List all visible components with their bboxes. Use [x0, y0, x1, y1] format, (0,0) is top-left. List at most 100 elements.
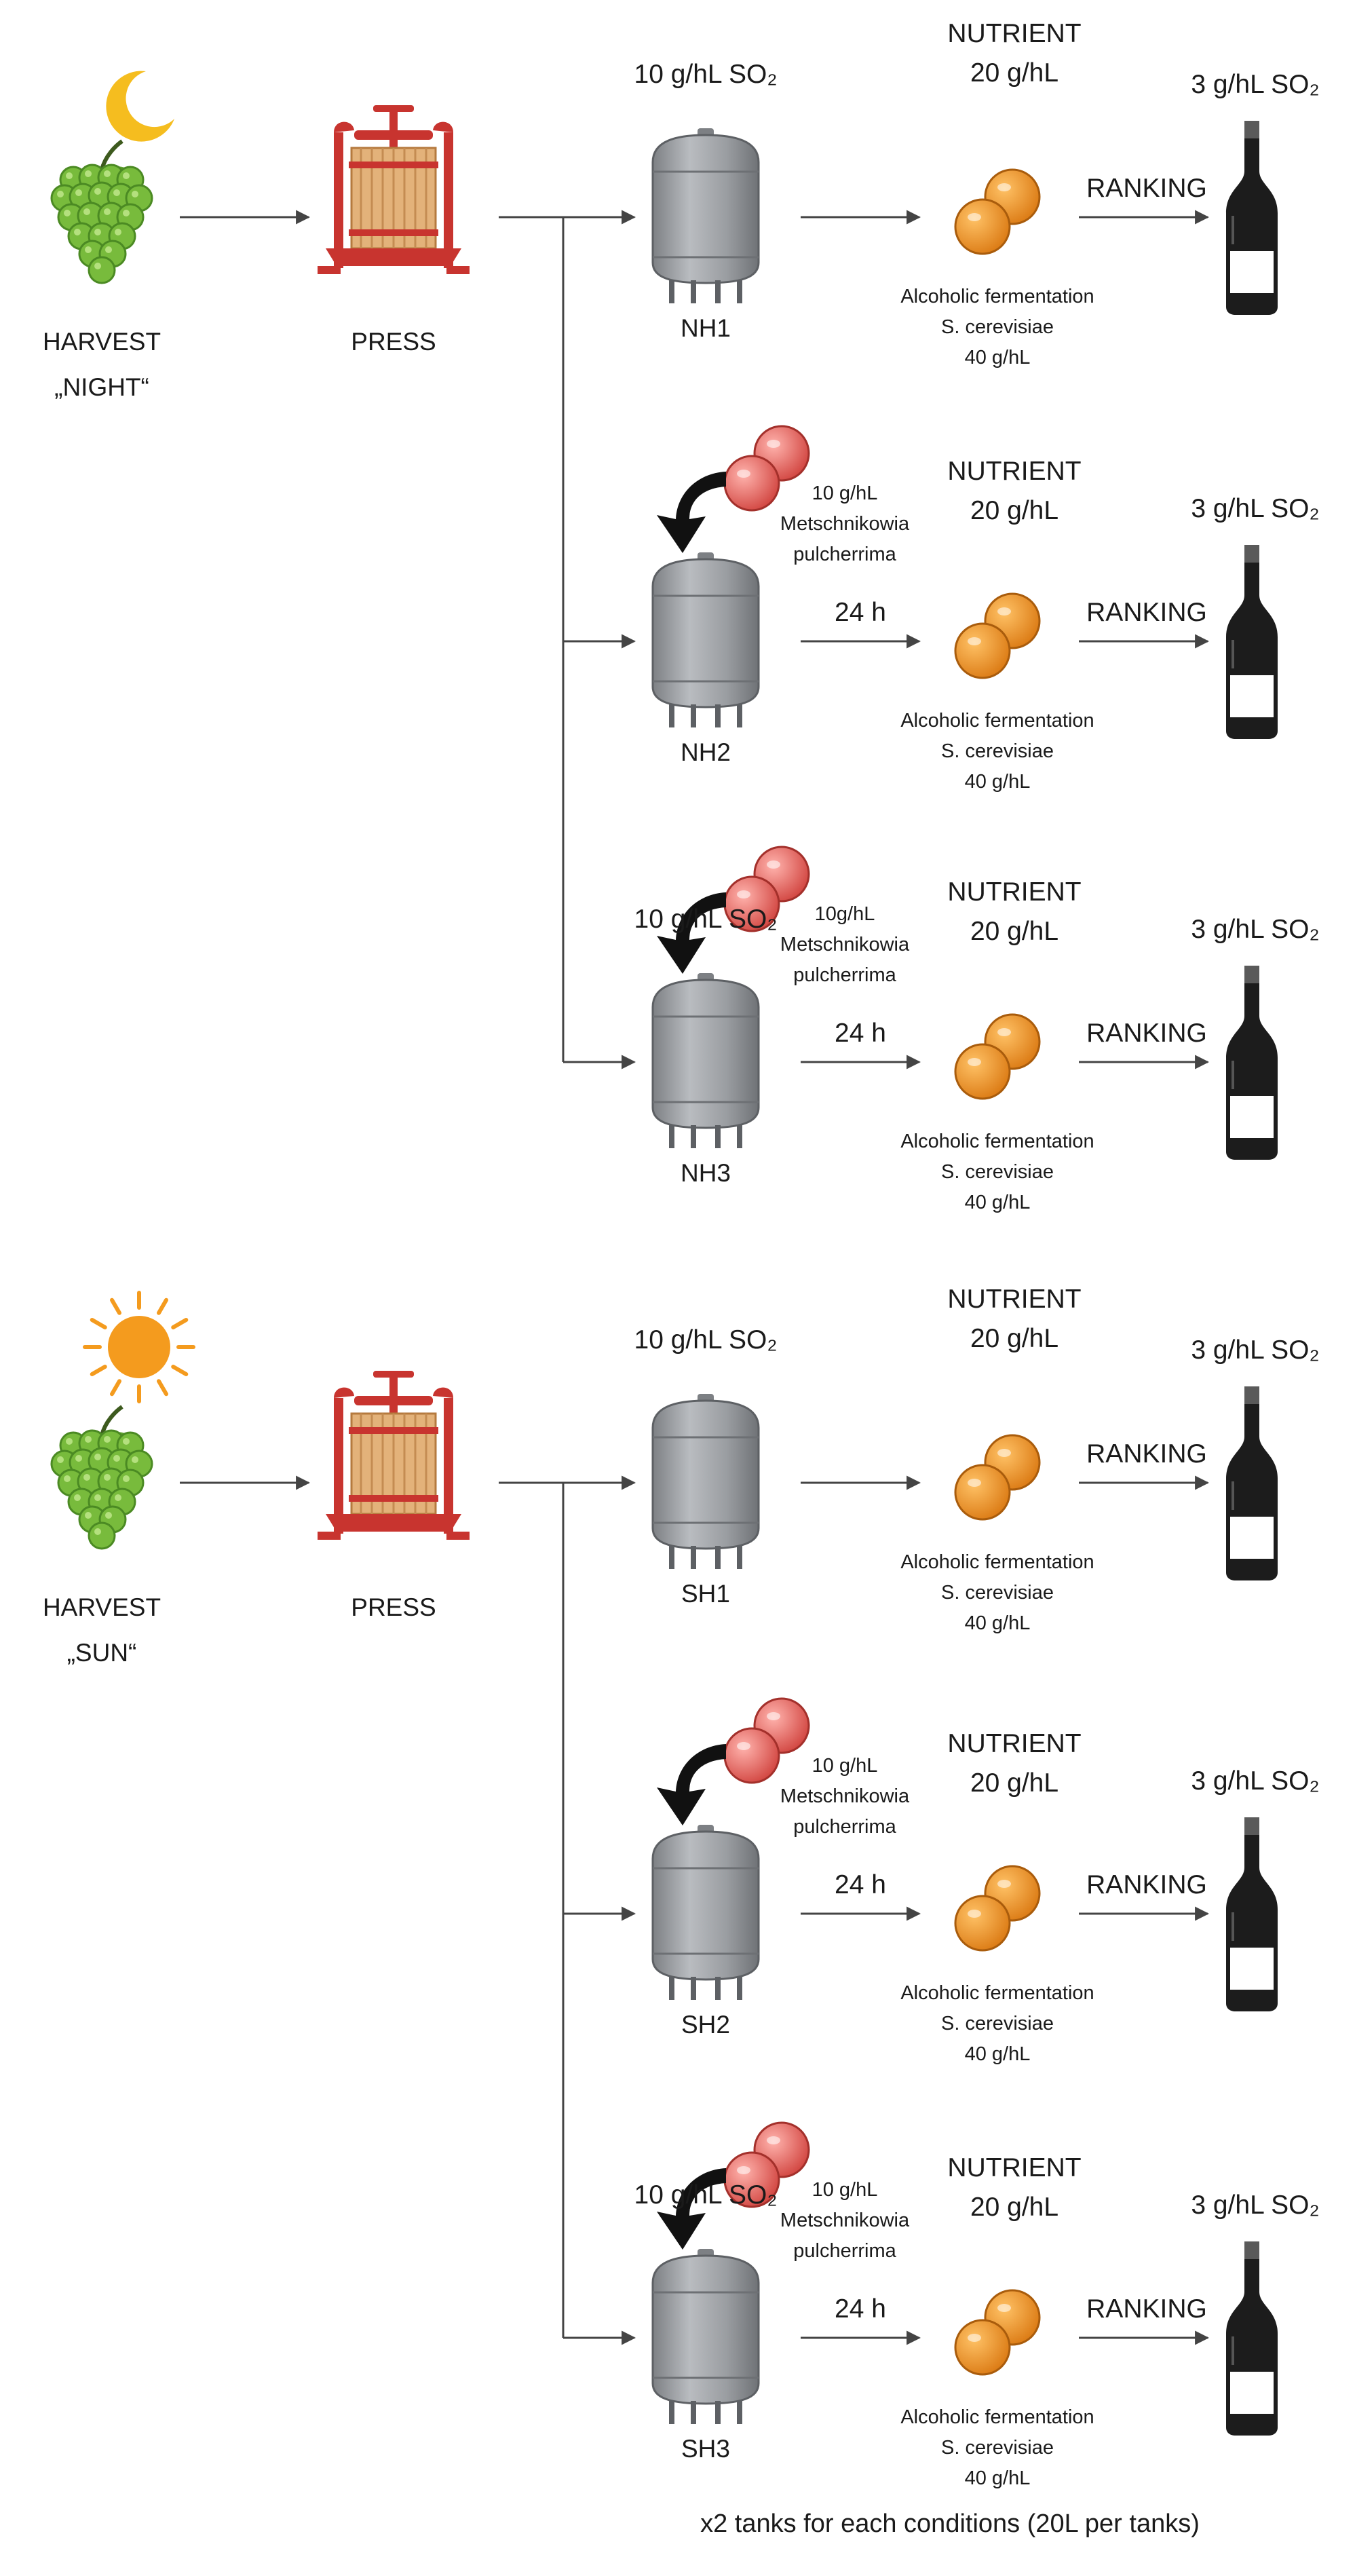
wine-bottle-icon: [1226, 1817, 1278, 2011]
arrow-curved-icon: [657, 892, 726, 974]
yeast-orange-icon: [954, 168, 1041, 255]
wine-bottle-icon: [1226, 966, 1278, 1160]
nutrient-dose-label: 20 g/hL: [970, 2193, 1059, 2222]
nutrient-label: NUTRIENT: [947, 877, 1082, 907]
metschnikowia-name-label: Metschnikowia: [780, 2210, 910, 2231]
footer-note: x2 tanks for each conditions (20L per ta…: [700, 2509, 1200, 2538]
yeast-dose-label: 40 g/hL: [964, 2043, 1031, 2065]
yeast-dose-label: 40 g/hL: [964, 1192, 1031, 1213]
harvest-condition-label: „NIGHT“: [54, 373, 149, 401]
nutrient-label: NUTRIENT: [947, 1285, 1082, 1314]
final-so2-label: 3 g/hL SO₂: [1191, 1336, 1320, 1365]
tank-icon: [651, 128, 760, 303]
metschnikowia-name-label: Metschnikowia: [780, 934, 910, 955]
hours-label: 24 h: [835, 1870, 886, 1899]
yeast-species-label: S. cerevisiae: [940, 1582, 1054, 1604]
metschnikowia-species-label: pulcherrima: [793, 2240, 896, 2262]
wine-press-icon: [318, 1371, 470, 1540]
metschnikowia-name-label: Metschnikowia: [780, 1785, 910, 1807]
tank-icon: [651, 1394, 760, 1569]
yeast-red-icon: [723, 846, 810, 932]
yeast-orange-icon: [954, 1434, 1041, 1521]
fermentation-label: Alcoholic fermentation: [900, 1982, 1094, 2004]
final-so2-label: 3 g/hL SO₂: [1191, 915, 1320, 944]
so2-dose-label: 10 g/hL SO₂: [634, 60, 778, 89]
arrow-curved-icon: [657, 472, 726, 553]
nutrient-label: NUTRIENT: [947, 19, 1082, 48]
fermentation-label: Alcoholic fermentation: [900, 1551, 1094, 1573]
fermentation-label: Alcoholic fermentation: [900, 286, 1094, 307]
harvest-condition-label: „SUN“: [66, 1639, 137, 1667]
wine-bottle-icon: [1226, 121, 1278, 315]
moon-icon: [106, 71, 174, 142]
yeast-red-icon: [723, 1697, 810, 1784]
metschnikowia-species-label: pulcherrima: [793, 1816, 896, 1838]
press-label: PRESS: [351, 1593, 436, 1621]
yeast-dose-label: 40 g/hL: [964, 2467, 1031, 2489]
metschnikowia-name-label: Metschnikowia: [780, 513, 910, 535]
so2-dose-label: 10 g/hL SO₂: [634, 1325, 778, 1355]
wine-bottle-icon: [1226, 2241, 1278, 2436]
arrow-curved-icon: [657, 1744, 726, 1825]
so2-dose-label: 10 g/hL SO₂: [634, 905, 778, 934]
ranking-label: RANKING: [1086, 1439, 1207, 1469]
yeast-dose-label: 40 g/hL: [964, 1612, 1031, 1634]
tank-id-label: NH2: [680, 738, 731, 766]
nutrient-label: NUTRIENT: [947, 457, 1082, 486]
wine-press-icon: [318, 105, 470, 274]
harvest-label: HARVEST: [42, 328, 161, 356]
ranking-label: RANKING: [1086, 2294, 1207, 2324]
metschnikowia-dose-label: 10 g/hL: [812, 482, 878, 504]
tank-id-label: NH3: [680, 1159, 731, 1187]
tank-icon: [651, 973, 760, 1148]
hours-label: 24 h: [835, 2294, 886, 2324]
fermentation-label: Alcoholic fermentation: [900, 1131, 1094, 1152]
nutrient-dose-label: 20 g/hL: [970, 496, 1059, 525]
fermentation-label: Alcoholic fermentation: [900, 2406, 1094, 2428]
hours-label: 24 h: [835, 1019, 886, 1048]
arrow-curved-icon: [657, 2168, 726, 2250]
fermentation-label: Alcoholic fermentation: [900, 710, 1094, 732]
nutrient-dose-label: 20 g/hL: [970, 917, 1059, 946]
harvest-label: HARVEST: [42, 1593, 161, 1621]
nutrient-dose-label: 20 g/hL: [970, 58, 1059, 88]
yeast-dose-label: 40 g/hL: [964, 347, 1031, 368]
tank-id-label: SH2: [681, 2011, 730, 2039]
metschnikowia-dose-label: 10 g/hL: [812, 1755, 878, 1777]
metschnikowia-dose-label: 10 g/hL: [812, 2179, 878, 2201]
so2-dose-label: 10 g/hL SO₂: [634, 2180, 778, 2210]
metschnikowia-species-label: pulcherrima: [793, 544, 896, 565]
ranking-label: RANKING: [1086, 598, 1207, 627]
ranking-label: RANKING: [1086, 174, 1207, 203]
metschnikowia-dose-label: 10g/hL: [814, 903, 875, 925]
ranking-label: RANKING: [1086, 1019, 1207, 1048]
yeast-species-label: S. cerevisiae: [940, 740, 1054, 762]
tank-id-label: SH3: [681, 2435, 730, 2463]
nutrient-label: NUTRIENT: [947, 1729, 1082, 1758]
yeast-species-label: S. cerevisiae: [940, 1161, 1054, 1183]
final-so2-label: 3 g/hL SO₂: [1191, 1766, 1320, 1796]
tank-icon: [651, 552, 760, 727]
ranking-label: RANKING: [1086, 1870, 1207, 1899]
final-so2-label: 3 g/hL SO₂: [1191, 70, 1320, 99]
yeast-dose-label: 40 g/hL: [964, 771, 1031, 793]
nutrient-dose-label: 20 g/hL: [970, 1324, 1059, 1353]
tank-icon: [651, 2249, 760, 2424]
yeast-species-label: S. cerevisiae: [940, 2437, 1054, 2459]
yeast-orange-icon: [954, 1865, 1041, 1952]
tank-id-label: SH1: [681, 1580, 730, 1608]
hours-label: 24 h: [835, 598, 886, 627]
final-so2-label: 3 g/hL SO₂: [1191, 2191, 1320, 2220]
nutrient-dose-label: 20 g/hL: [970, 1768, 1059, 1798]
grape-icon: [50, 1405, 153, 1550]
yeast-red-icon: [723, 425, 810, 512]
press-label: PRESS: [351, 328, 436, 356]
final-so2-label: 3 g/hL SO₂: [1191, 494, 1320, 523]
sun-icon: [83, 1291, 195, 1403]
yeast-red-icon: [723, 2121, 810, 2208]
yeast-orange-icon: [954, 2289, 1041, 2376]
yeast-orange-icon: [954, 1013, 1041, 1100]
wine-bottle-icon: [1226, 545, 1278, 739]
tank-id-label: NH1: [680, 314, 731, 342]
